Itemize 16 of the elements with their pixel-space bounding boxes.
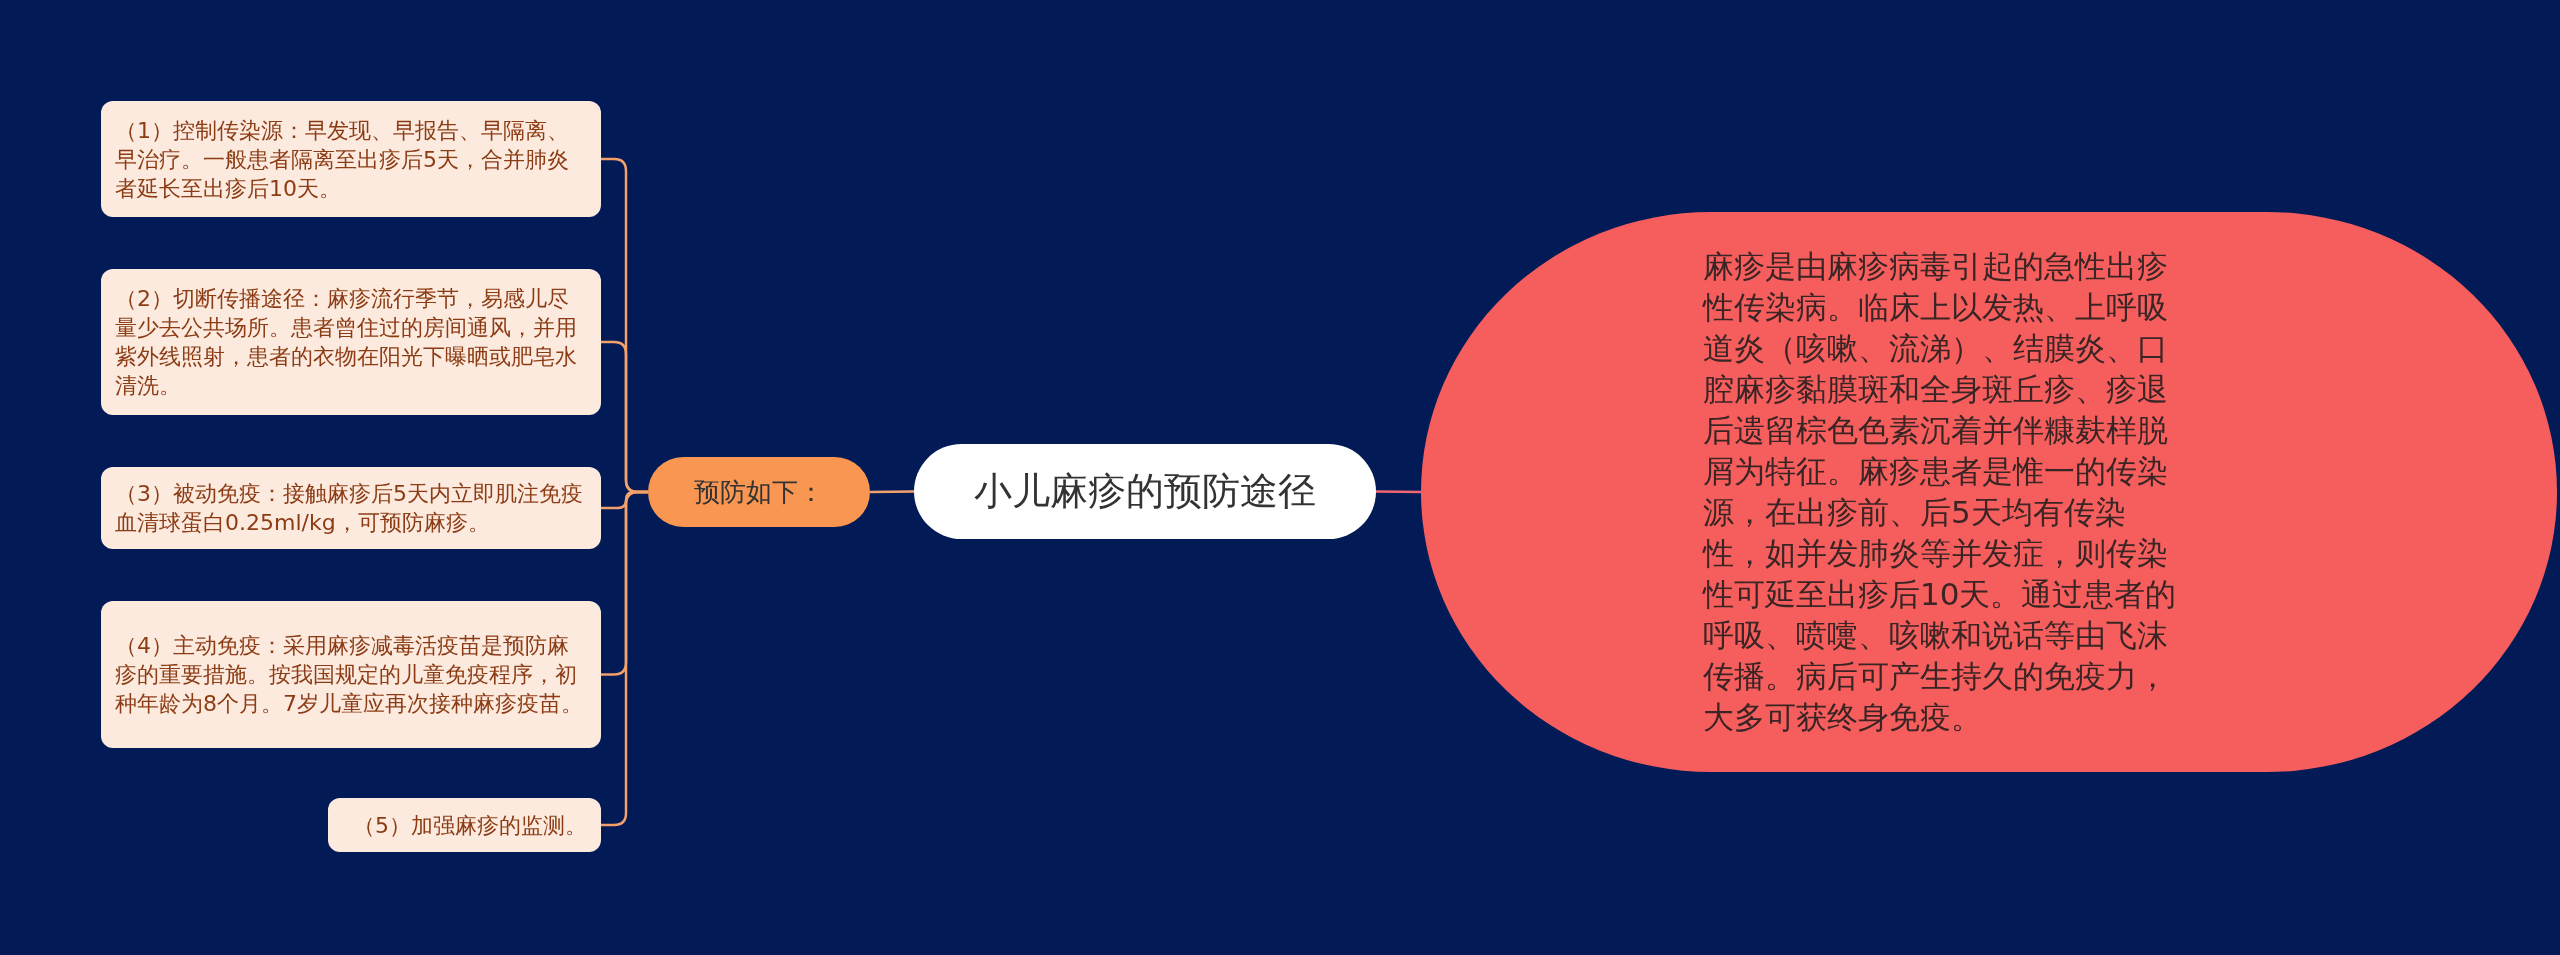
subtopic-text: （4）主动免疫：采用麻疹减毒活疫苗是预防麻疹的重要措施。按我国规定的儿童免疫程序，初种年龄为8个月。7岁儿童应再次接种麻疹疫苗。 [115, 632, 584, 718]
subtopic-card [101, 101, 601, 217]
subtopic-text: （1）控制传染源：早发现、早报告、早隔离、早治疗。一般患者隔离至出疹后5天，合并肺炎者延长至出疹后10天。 [115, 116, 570, 203]
subtopic-card [101, 601, 601, 748]
central-topic-text: 小儿麻疹的预防途径 [974, 468, 1316, 515]
subtopic-text: （2）切断传播途径：麻疹流行季节，易感儿尽量少去公共场所。患者曾住过的房间通风，并用紫外线照射，患者的衣物在阳光下曝晒或肥皂水清洗。 [115, 285, 578, 400]
subtopic-text: （5）加强麻疹的监测。 [353, 811, 587, 840]
connector-line [601, 490, 648, 827]
connector-line [1376, 490, 1421, 494]
connector-line [870, 490, 914, 494]
subtopic-card [101, 467, 601, 549]
description-text: 麻疹是由麻疹病毒引起的急性出疹性传染病。临床上以发热、上呼吸道炎（咳嗽、流涕）、结膜炎、口腔麻疹黏膜斑和全身斑丘疹、疹退后遗留棕色色素沉着并伴糠麸样脱屑为特征。麻疹患者是惟一的传染源，在出疹前、后5天均有传染性，如并发肺炎等并发症，则传染性可延至出疹后10天。通过患者的呼吸、喷嚏、咳嗽和说话等由飞沫传播。病后可产生持久的免疫力，大多可获终身免疫。 [1703, 247, 2178, 737]
branch-topic-text: 预防如下： [694, 475, 824, 509]
subtopic-text: （3）被动免疫：接触麻疹后5天内立即肌注免疫血清球蛋白0.25ml/kg，可预防麻疹。 [115, 480, 584, 537]
subtopic-card [101, 269, 601, 415]
subtopic-card [328, 798, 601, 852]
